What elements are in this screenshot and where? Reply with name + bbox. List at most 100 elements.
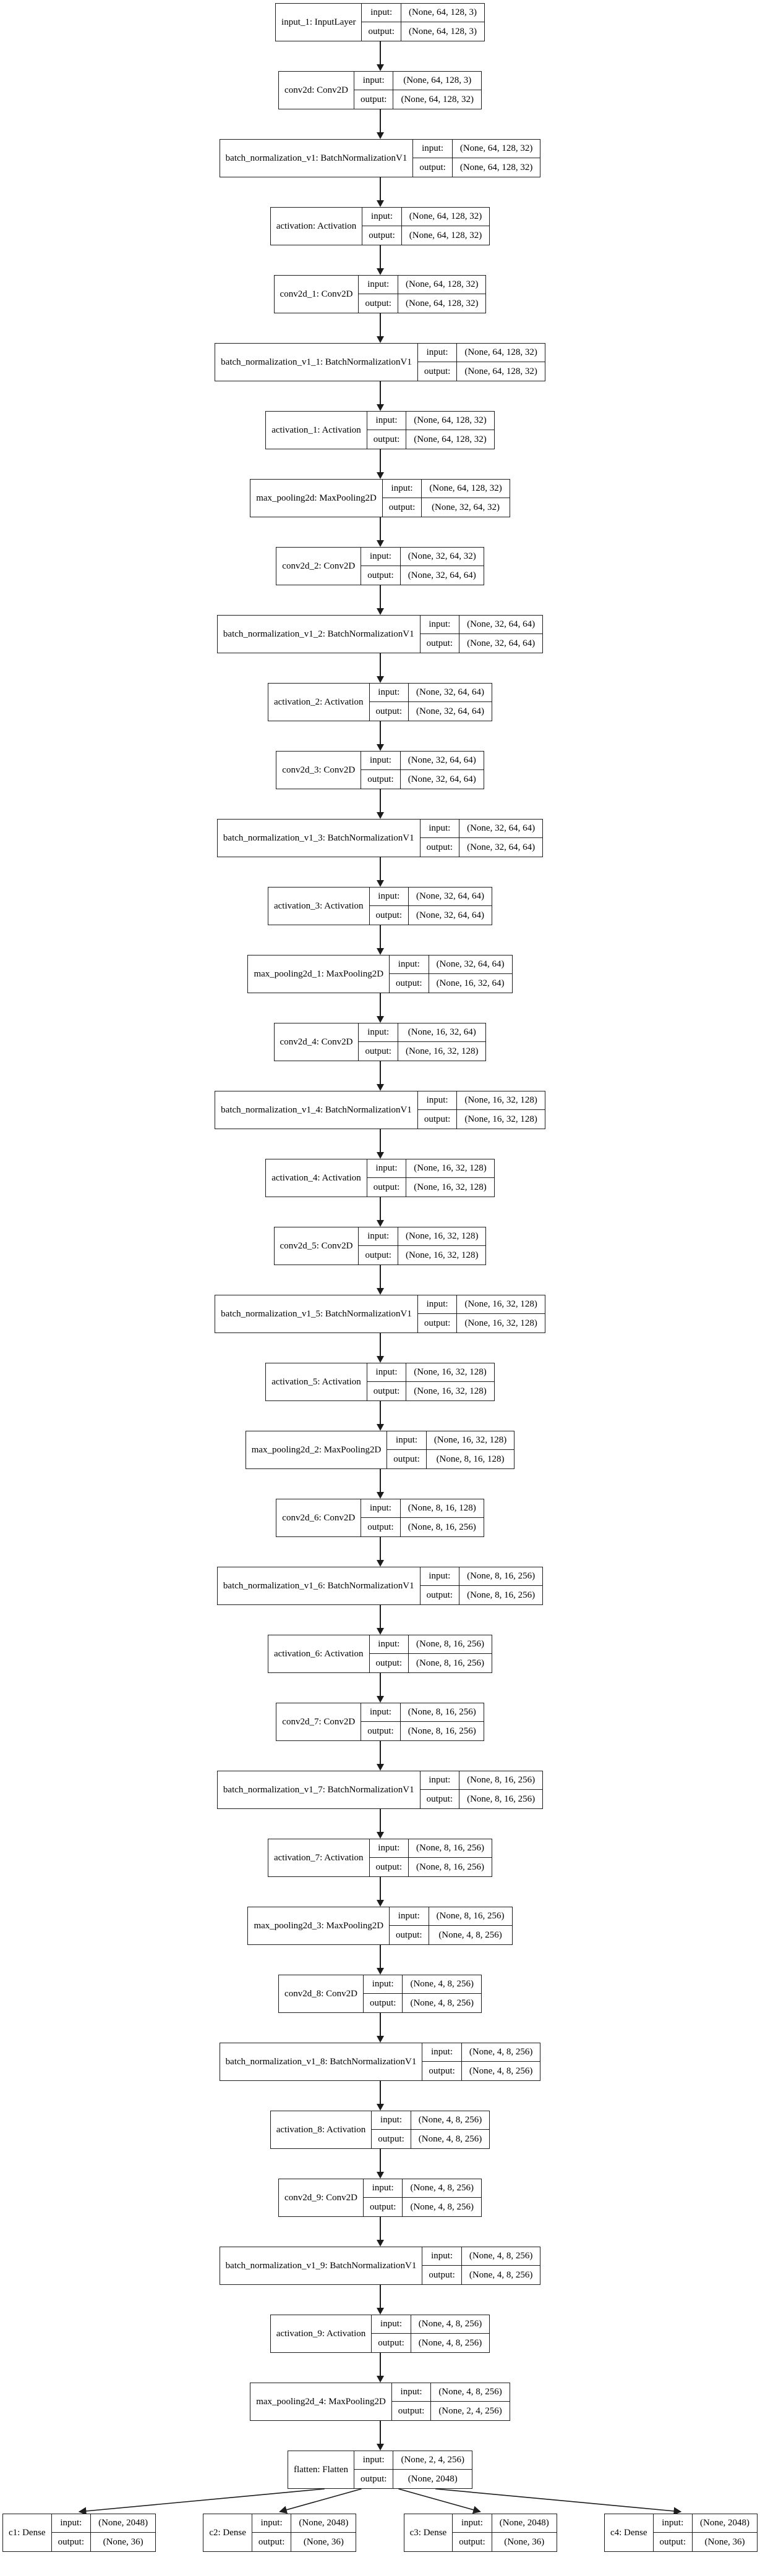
output-shape: (None, 16, 32, 128) xyxy=(405,1046,479,1056)
layer-label: batch_normalization_v1_7: BatchNormaliza… xyxy=(218,1771,421,1808)
input-row-label: input: xyxy=(372,2315,411,2334)
output-row-label: output: xyxy=(387,1450,427,1468)
flow-arrow-down-icon xyxy=(376,1129,385,1159)
layer-label: c1: Dense xyxy=(3,2514,52,2551)
input-shape: (None, 64, 128, 32) xyxy=(457,344,545,362)
fanout-arrow-c1 xyxy=(78,2489,325,2514)
output-row-label: output: xyxy=(370,702,409,721)
input-row-label: input: xyxy=(359,1227,398,1246)
layer-node-batch_normalization_v1_1: batch_normalization_v1_1: BatchNormaliza… xyxy=(215,343,545,381)
flow-arrow-down-icon xyxy=(376,1265,385,1295)
layer-label: flatten: Flatten xyxy=(288,2451,354,2488)
layer-label: batch_normalization_v1_1: BatchNormaliza… xyxy=(215,344,418,381)
layer-label: activation_5: Activation xyxy=(266,1363,367,1400)
output-shape: (None, 16, 32, 64) xyxy=(436,978,505,988)
output-row-label: output: xyxy=(421,634,460,653)
output-row-label: output: xyxy=(52,2533,92,2551)
input-shape: (None, 32, 64, 64) xyxy=(400,752,484,770)
output-shape: (None, 64, 128, 32) xyxy=(401,94,474,104)
input-shape: (None, 32, 64, 64) xyxy=(459,820,543,838)
flow-arrow-down-icon xyxy=(376,2421,385,2451)
output-row-label: output: xyxy=(654,2533,693,2551)
output-row-label: output: xyxy=(359,294,398,313)
flow-arrow-down-icon xyxy=(376,2217,385,2247)
output-row-label: output: xyxy=(422,2062,462,2080)
layer-label: activation_2: Activation xyxy=(268,684,370,721)
output-row-label: output: xyxy=(390,974,429,993)
layer-label: max_pooling2d_1: MaxPooling2D xyxy=(248,955,390,993)
layer-label: batch_normalization_v1_2: BatchNormaliza… xyxy=(218,616,421,653)
input-row-label: input: xyxy=(417,1295,458,1314)
output-row-label: output: xyxy=(453,2533,492,2551)
output-shape: (None, 8, 16, 256) xyxy=(467,1590,536,1600)
input-row-label: input: xyxy=(420,1771,460,1790)
layer-node-c1: c1: Dense input: (None, 2048) output: (N… xyxy=(2,2514,156,2552)
output-shape: (None, 32, 64, 64) xyxy=(408,570,476,580)
input-shape: (None, 8, 16, 256) xyxy=(459,1771,543,1790)
flow-arrow-down-icon xyxy=(376,449,385,479)
output-row-label: output: xyxy=(390,1926,429,1944)
layer-label: conv2d_9: Conv2D xyxy=(279,2179,364,2216)
layer-label: conv2d_3: Conv2D xyxy=(276,752,362,789)
flow-arrow-down-icon xyxy=(376,41,385,71)
flow-arrow-down-icon xyxy=(376,1333,385,1363)
layer-node-conv2d_9: conv2d_9: Conv2D input: (None, 4, 8, 256… xyxy=(278,2179,482,2217)
output-shape: (None, 64, 128, 32) xyxy=(459,162,533,172)
output-shape: (None, 32, 64, 64) xyxy=(408,774,476,784)
output-shape: (None, 64, 128, 32) xyxy=(464,366,537,376)
input-shape: (None, 32, 64, 64) xyxy=(459,616,543,634)
flow-arrow-down-icon xyxy=(376,2081,385,2111)
layer-node-max_pooling2d_2: max_pooling2d_2: MaxPooling2D input: (No… xyxy=(245,1431,515,1469)
layer-node-max_pooling2d_1: max_pooling2d_1: MaxPooling2D input: (No… xyxy=(247,955,513,993)
input-row-label: input: xyxy=(359,276,398,294)
output-row-label: output: xyxy=(364,2198,403,2216)
output-shape: (None, 36) xyxy=(504,2536,545,2547)
layer-label: batch_normalization_v1_9: BatchNormaliza… xyxy=(220,2247,423,2284)
flow-arrow-down-icon xyxy=(376,789,385,819)
output-row-label: output: xyxy=(383,498,422,517)
output-shape: (None, 8, 16, 256) xyxy=(416,1862,485,1872)
input-row-label: input: xyxy=(363,2179,403,2198)
input-shape: (None, 16, 32, 64) xyxy=(398,1023,486,1042)
input-shape: (None, 4, 8, 256) xyxy=(461,2247,540,2266)
output-shape: (None, 32, 64, 64) xyxy=(467,638,536,648)
output-row-label: output: xyxy=(361,566,401,585)
output-row-label: output: xyxy=(362,22,401,41)
output-row-label: output: xyxy=(372,2334,411,2352)
input-row-label: input: xyxy=(252,2514,292,2533)
layer-label: conv2d_4: Conv2D xyxy=(275,1023,359,1061)
output-shape: (None, 32, 64, 32) xyxy=(432,502,500,512)
input-row-label: input: xyxy=(354,2451,394,2470)
input-shape: (None, 64, 128, 32) xyxy=(452,140,540,158)
layer-label: max_pooling2d_4: MaxPooling2D xyxy=(250,2383,392,2420)
flow-arrow-down-icon xyxy=(376,1945,385,1975)
layer-node-activation_9: activation_9: Activation input: (None, 4… xyxy=(270,2315,490,2353)
layer-node-activation: activation: Activation input: (None, 64,… xyxy=(270,207,490,245)
layer-node-c2: c2: Dense input: (None, 2048) output: (N… xyxy=(203,2514,357,2552)
layer-label: activation_9: Activation xyxy=(271,2315,372,2352)
input-row-label: input: xyxy=(361,752,401,770)
input-row-label: input: xyxy=(387,1431,427,1450)
output-shape: (None, 2, 4, 256) xyxy=(438,2405,502,2416)
output-shape: (None, 16, 32, 128) xyxy=(414,1182,487,1192)
fanout-arrows xyxy=(78,2489,682,2514)
output-shape: (None, 4, 8, 256) xyxy=(418,2133,482,2144)
input-shape: (None, 8, 16, 256) xyxy=(429,1907,512,1926)
layer-label: activation_8: Activation xyxy=(271,2111,372,2148)
input-row-label: input: xyxy=(354,72,394,90)
layer-chain: input_1: InputLayer input: (None, 64, 12… xyxy=(0,3,760,2489)
layer-node-max_pooling2d: max_pooling2d: MaxPooling2D input: (None… xyxy=(250,479,510,517)
layer-node-activation_8: activation_8: Activation input: (None, 4… xyxy=(270,2111,490,2149)
output-row-label: output: xyxy=(361,770,401,789)
input-row-label: input: xyxy=(362,208,402,226)
layer-node-flatten: flatten: Flatten input: (None, 2, 4, 256… xyxy=(288,2451,472,2489)
flow-arrow-down-icon xyxy=(376,1877,385,1907)
input-row-label: input: xyxy=(369,888,409,906)
flow-arrow-down-icon xyxy=(376,585,385,615)
flow-arrow-down-icon xyxy=(376,993,385,1023)
input-shape: (None, 64, 128, 32) xyxy=(401,208,490,226)
output-shape: (None, 8, 16, 128) xyxy=(436,1454,505,1464)
output-shape: (None, 16, 32, 128) xyxy=(464,1318,537,1328)
layer-node-conv2d_7: conv2d_7: Conv2D input: (None, 8, 16, 25… xyxy=(276,1703,484,1741)
input-row-label: input: xyxy=(359,1023,398,1042)
